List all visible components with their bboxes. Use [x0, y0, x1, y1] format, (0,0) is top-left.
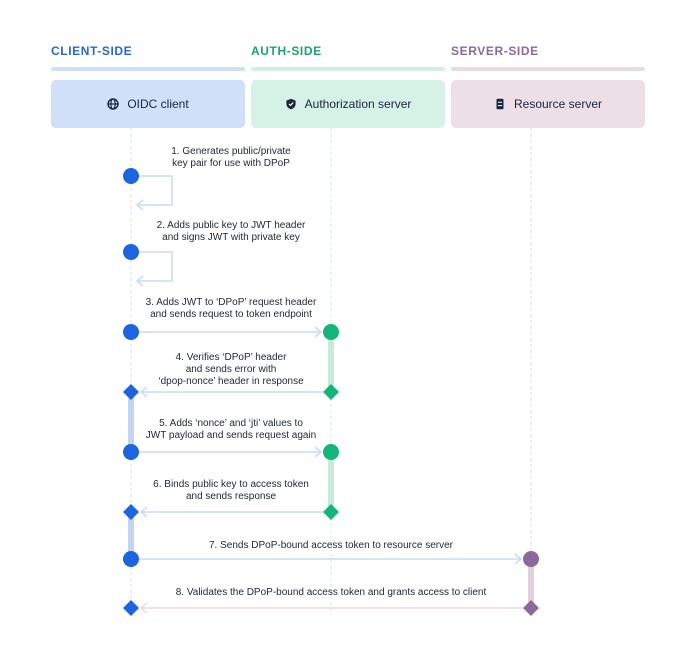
activation-bar-client [128, 392, 134, 452]
arrowhead [139, 386, 148, 398]
step-8-label: 8. Validates the DPoP-bound access token… [175, 587, 487, 598]
activation-bar-resource [528, 559, 534, 608]
arrowhead [314, 446, 323, 458]
node-diamond [123, 384, 139, 400]
server-icon [494, 98, 506, 110]
shield-icon [285, 98, 297, 110]
column-bar-auth [251, 67, 445, 71]
activation-bar-auth [328, 452, 334, 512]
node-circle [323, 444, 339, 460]
node-diamond [523, 600, 539, 616]
column-title-client: CLIENT-SIDE [51, 44, 133, 58]
node-circle [123, 324, 139, 340]
column-title-server: SERVER-SIDE [451, 44, 539, 58]
column-bar-server [451, 67, 645, 71]
node-circle [323, 324, 339, 340]
node-diamond [123, 600, 139, 616]
lane-label: Resource server [513, 97, 603, 111]
activation-bar-auth [328, 332, 334, 392]
node-circle [123, 444, 139, 460]
arrowhead [135, 275, 144, 287]
self-loop-arrow-step-2 [131, 251, 173, 282]
node-diamond [123, 504, 139, 520]
arrowhead [139, 506, 148, 518]
arrowhead [135, 199, 144, 211]
globe-icon [107, 98, 120, 110]
column-bar-client [51, 67, 245, 71]
node-diamond [323, 384, 339, 400]
arrowhead [139, 602, 148, 614]
step-7-label: 7. Sends DPoP-bound access token to reso… [208, 540, 454, 551]
node-diamond [323, 504, 339, 520]
node-circle [123, 168, 139, 184]
lane-label: OIDC client [127, 97, 189, 111]
arrowhead [514, 553, 523, 565]
node-circle [123, 551, 139, 567]
lane-label: Authorization server [304, 97, 412, 111]
lane-oidc-client: OIDC client [51, 80, 245, 128]
lane-authorization-server: Authorization server [251, 80, 445, 128]
node-circle [523, 551, 539, 567]
lane-resource-server: Resource server [451, 80, 645, 128]
activation-bar-client [128, 512, 134, 559]
column-title-auth: AUTH-SIDE [251, 44, 322, 58]
self-loop-arrow-step-1 [131, 175, 173, 206]
arrowhead [314, 326, 323, 338]
node-circle [123, 244, 139, 260]
